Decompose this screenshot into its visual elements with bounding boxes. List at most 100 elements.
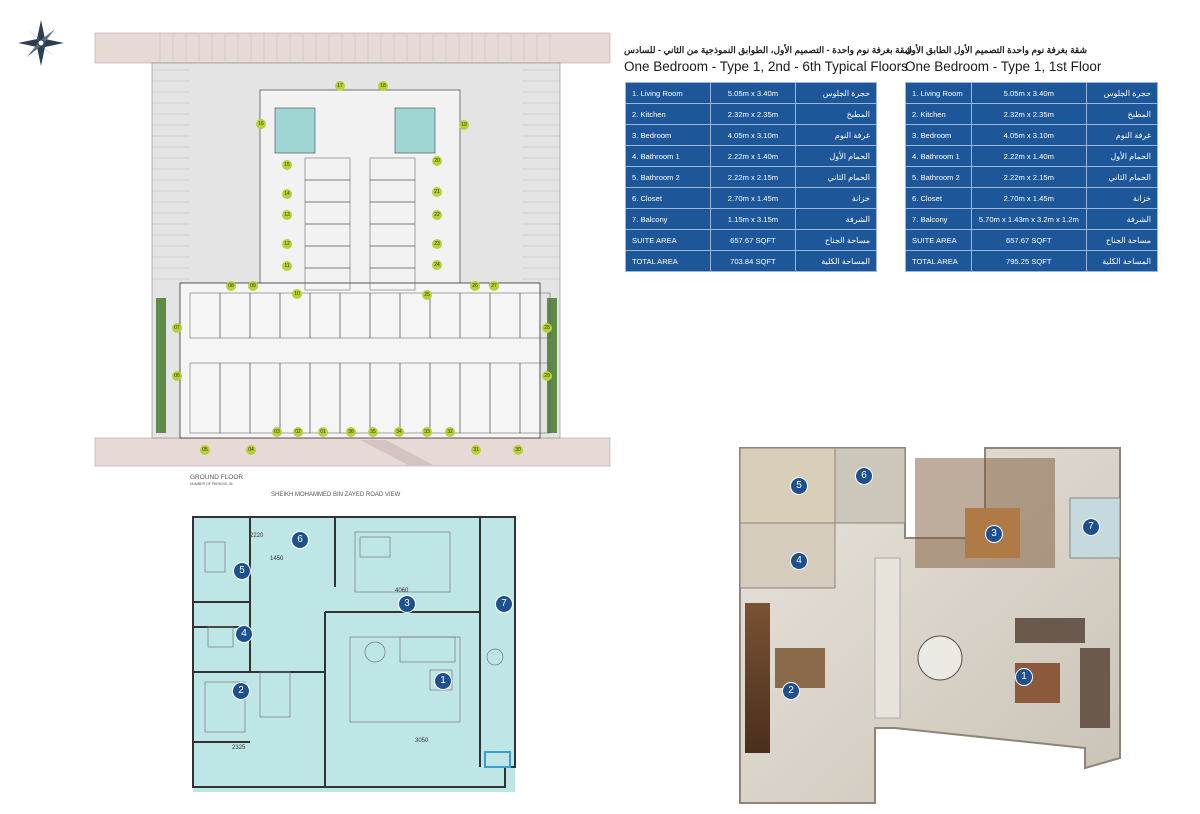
- room-dimension: 5.05m x 3.40m: [710, 82, 796, 104]
- parking-marker: 05: [200, 445, 210, 455]
- room-name-arabic: الحمام الثاني: [794, 166, 878, 188]
- room-name: 5. Bathroom 2: [624, 166, 712, 188]
- room-dimension: 2.32m x 2.35m: [710, 103, 796, 125]
- floor-label: GROUND FLOOR: [190, 474, 244, 481]
- parking-marker: 27: [489, 281, 499, 291]
- room-name: 2. Kitchen: [905, 103, 972, 125]
- room-name-arabic: حجرة الجلوس: [1086, 82, 1158, 104]
- room-name-arabic: المطبخ: [794, 103, 878, 125]
- dimension-label: 2220: [250, 533, 264, 539]
- room-name: TOTAL AREA: [624, 250, 712, 272]
- parking-marker: 32: [445, 427, 455, 437]
- parking-marker: 23: [432, 239, 442, 249]
- room-number-badge: 4: [236, 626, 252, 642]
- table2-title: One Bedroom - Type 1, 1st Floor: [905, 59, 1102, 74]
- parking-marker: 07: [172, 323, 182, 333]
- room-number-badge: 3: [399, 596, 415, 612]
- room-dimension: 2.32m x 2.35m: [970, 103, 1088, 125]
- room-name: SUITE AREA: [624, 229, 712, 251]
- room-dimension: 2.22m x 1.40m: [710, 145, 796, 167]
- parking-marker: 20: [432, 156, 442, 166]
- parking-marker: 31: [471, 445, 481, 455]
- room-name: 3. Bedroom: [905, 124, 972, 146]
- room-number-badge: 1: [435, 673, 451, 689]
- room-number-badge: 2: [783, 683, 799, 699]
- room-number-badge: 1: [1016, 669, 1032, 685]
- parking-marker: 10: [292, 289, 302, 299]
- room-number-badge: 6: [856, 468, 872, 484]
- room-dimension: 2.70m x 1.45m: [710, 187, 796, 209]
- room-name-arabic: الشرفة: [1086, 208, 1158, 230]
- parking-marker: 18: [378, 81, 388, 91]
- room-dimension: 5.05m x 3.40m: [970, 82, 1088, 104]
- room-dimension: 657.67 SQFT: [970, 229, 1088, 251]
- room-number-badge: 7: [1083, 519, 1099, 535]
- room-name-arabic: الحمام الأول: [1086, 145, 1158, 167]
- parking-marker: 36: [346, 427, 356, 437]
- parking-marker: 11: [282, 261, 292, 271]
- room-dimension: 5.70m x 1.43m x 3.2m x 1.2m: [970, 208, 1088, 230]
- room-dimension: 4.05m x 3.10m: [710, 124, 796, 146]
- room-number-badge: 6: [292, 532, 308, 548]
- room-name: 2. Kitchen: [624, 103, 712, 125]
- room-name-arabic: المساحة الكلية: [794, 250, 878, 272]
- road-view-label: SHEIKH MOHAMMED BIN ZAYED ROAD VIEW: [271, 492, 401, 498]
- parking-marker: 02: [293, 427, 303, 437]
- dimension-label: 2325: [232, 745, 246, 751]
- parking-marker: 08: [226, 281, 236, 291]
- parking-marker: 29: [542, 371, 552, 381]
- unit-floor-plan: 2220 1450 4060 3050 2325: [192, 516, 516, 792]
- dimension-label: 4060: [395, 588, 409, 594]
- room-dimension: 4.05m x 3.10m: [970, 124, 1088, 146]
- room-number-badge: 4: [791, 553, 807, 569]
- room-name-arabic: مساحة الجناح: [1086, 229, 1158, 251]
- room-name: 7. Balcony: [905, 208, 972, 230]
- parking-marker: 22: [432, 210, 442, 220]
- room-name-arabic: الحمام الثاني: [1086, 166, 1158, 188]
- parking-marker: 19: [459, 120, 469, 130]
- parking-marker: 16: [256, 119, 266, 129]
- dimension-label: 3050: [415, 738, 429, 744]
- parking-marker: 34: [394, 427, 404, 437]
- room-name-arabic: المطبخ: [1086, 103, 1158, 125]
- parking-count: NUMBER OF PARKING-36: [190, 482, 233, 486]
- unit-3d-render: [739, 447, 1121, 804]
- room-name-arabic: غرفة النوم: [794, 124, 878, 146]
- room-number-badge: 5: [234, 563, 250, 579]
- compass-rose-icon: [18, 20, 64, 66]
- room-dimension: 1.15m x 3.15m: [710, 208, 796, 230]
- room-name-arabic: خزانة: [1086, 187, 1158, 209]
- room-name: 7. Balcony: [624, 208, 712, 230]
- room-name: 5. Bathroom 2: [905, 166, 972, 188]
- room-dimension: 2.22m x 2.15m: [970, 166, 1088, 188]
- room-name: TOTAL AREA: [905, 250, 972, 272]
- room-name-arabic: المساحة الكلية: [1086, 250, 1158, 272]
- dimension-label: 1450: [270, 556, 284, 562]
- room-number-badge: 7: [496, 596, 512, 612]
- room-name: 6. Closet: [905, 187, 972, 209]
- room-name: 1. Living Room: [905, 82, 972, 104]
- parking-marker: 33: [422, 427, 432, 437]
- parking-marker: 30: [513, 445, 523, 455]
- room-name: 4. Bathroom 1: [624, 145, 712, 167]
- room-dimension: 703.84 SQFT: [710, 250, 796, 272]
- parking-marker: 14: [282, 189, 292, 199]
- room-name-arabic: الشرفة: [794, 208, 878, 230]
